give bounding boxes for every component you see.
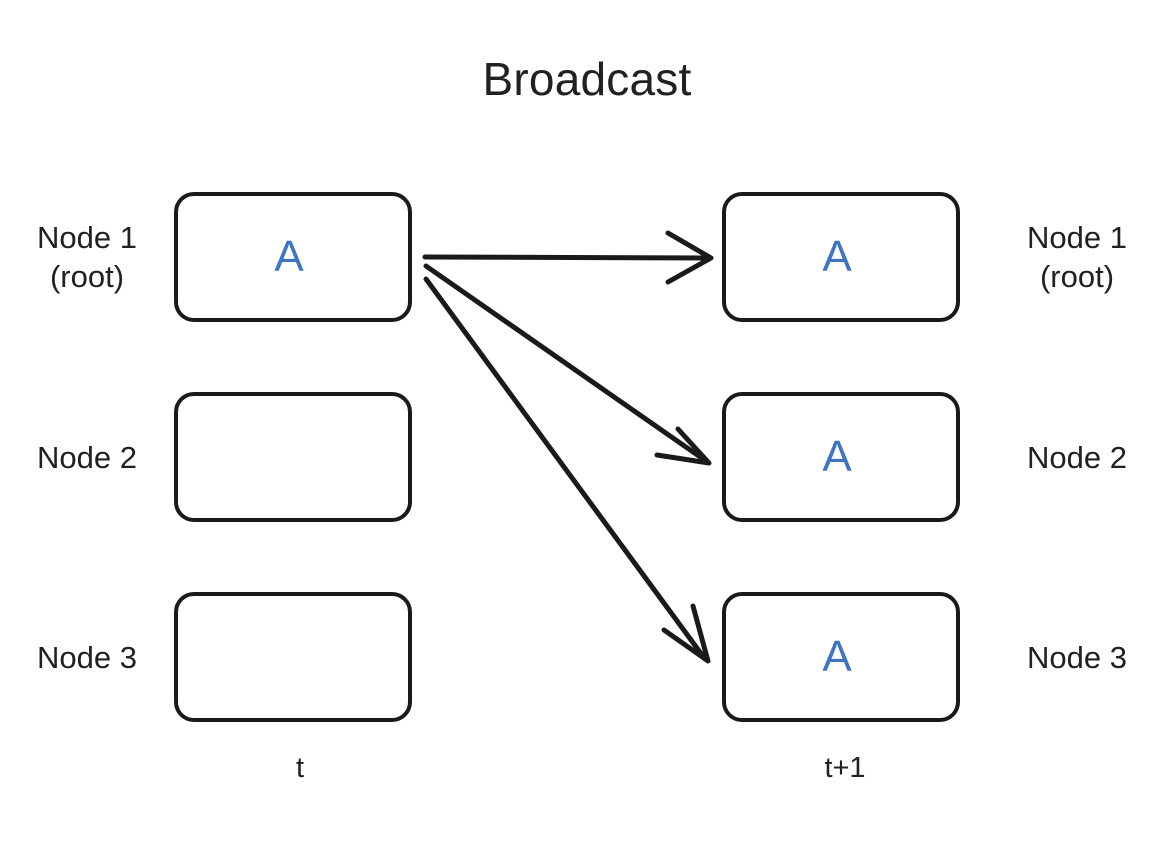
right-node-1-label: Node 1 (root) bbox=[1027, 220, 1127, 294]
right-node-3-box[interactable]: A bbox=[722, 592, 960, 722]
time-label-t-plus-1: t+1 bbox=[824, 752, 866, 784]
arrow-node1-to-node1 bbox=[422, 230, 714, 285]
left-node-3-label: Node 3 bbox=[37, 640, 137, 675]
right-node-2-box[interactable]: A bbox=[722, 392, 960, 522]
right-node-2-payload: A bbox=[822, 432, 852, 481]
page-title: Broadcast bbox=[482, 53, 692, 105]
left-node-2-label: Node 2 bbox=[37, 440, 137, 475]
arrow-node1-to-node2 bbox=[423, 263, 712, 466]
right-node-1-payload: A bbox=[822, 232, 852, 281]
left-node-2-box[interactable] bbox=[174, 392, 412, 522]
time-label-t: t bbox=[295, 752, 305, 784]
right-node-3-label: Node 3 bbox=[1027, 640, 1127, 675]
arrow-node1-to-node3 bbox=[423, 276, 711, 664]
left-node-3-payload bbox=[178, 596, 408, 718]
right-node-3-payload: A bbox=[822, 632, 852, 681]
left-node-1-label: Node 1 (root) bbox=[37, 220, 137, 294]
left-node-1-box[interactable]: A bbox=[174, 192, 412, 322]
left-node-2-payload bbox=[178, 396, 408, 518]
left-node-1-payload: A bbox=[274, 232, 304, 281]
left-node-3-box[interactable] bbox=[174, 592, 412, 722]
right-node-1-box[interactable]: A bbox=[722, 192, 960, 322]
right-node-2-label: Node 2 bbox=[1027, 440, 1127, 475]
